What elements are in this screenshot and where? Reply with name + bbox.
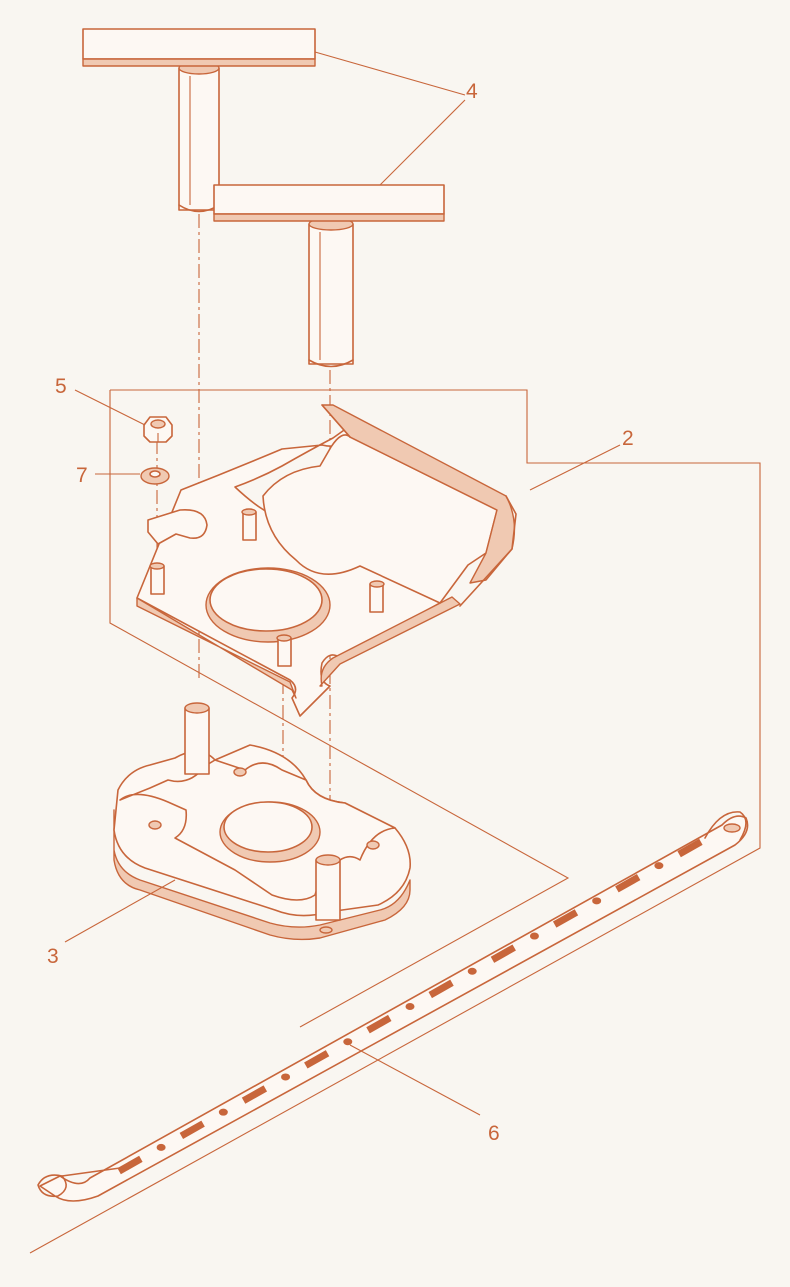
- leader-3: [64, 879, 176, 943]
- strap-pad: [428, 979, 454, 999]
- plate-pin-b: [241, 508, 257, 541]
- leader-2: [529, 444, 621, 491]
- t-handle-left: [82, 28, 316, 213]
- strap-pad: [615, 874, 641, 893]
- frame-left-assembly: [109, 390, 570, 1028]
- frame-upper-assembly: [29, 389, 761, 1254]
- bracket-plate: [136, 404, 517, 717]
- plate-pin-c: [369, 580, 385, 613]
- strap-hole: [592, 897, 602, 905]
- strap-pad: [490, 944, 516, 963]
- strap-hole: [281, 1073, 291, 1081]
- base-block: [113, 702, 412, 941]
- strap-holes: [156, 862, 664, 1151]
- nut: [143, 416, 173, 443]
- strap-pad: [552, 909, 579, 928]
- plate-pin-a: [149, 562, 165, 595]
- washer: [140, 467, 170, 485]
- callout-2: 2: [622, 427, 634, 450]
- leader-4a: [314, 51, 466, 96]
- callout-7: 7: [76, 464, 88, 487]
- callout-3: 3: [47, 945, 59, 968]
- strap-pad: [117, 1155, 143, 1175]
- strap-pad: [179, 1120, 205, 1139]
- callout-6: 6: [488, 1122, 500, 1145]
- strap-hole: [654, 862, 664, 870]
- strap-pad: [241, 1085, 268, 1104]
- leader-6: [349, 1044, 481, 1116]
- strap-hole: [343, 1038, 353, 1046]
- base-pin-left: [184, 702, 210, 775]
- strap-pad: [677, 838, 703, 858]
- base-pin-right: [315, 854, 341, 921]
- strap-hole: [529, 932, 539, 940]
- strap-hole: [218, 1108, 228, 1116]
- leader-5: [74, 389, 146, 426]
- strap-pad: [304, 1050, 330, 1069]
- strap-stitch-pads: [117, 838, 703, 1175]
- strap-hole: [467, 967, 477, 975]
- strap: [37, 811, 749, 1202]
- callout-5: 5: [55, 375, 67, 398]
- callout-4-upper: 4: [466, 80, 478, 103]
- t-handle-right: [213, 184, 445, 368]
- plate-pin-d: [276, 634, 292, 667]
- strap-pad: [366, 1014, 392, 1034]
- strap-hole: [156, 1143, 166, 1151]
- strap-hole: [405, 1003, 415, 1010]
- leader-4b: [379, 99, 466, 186]
